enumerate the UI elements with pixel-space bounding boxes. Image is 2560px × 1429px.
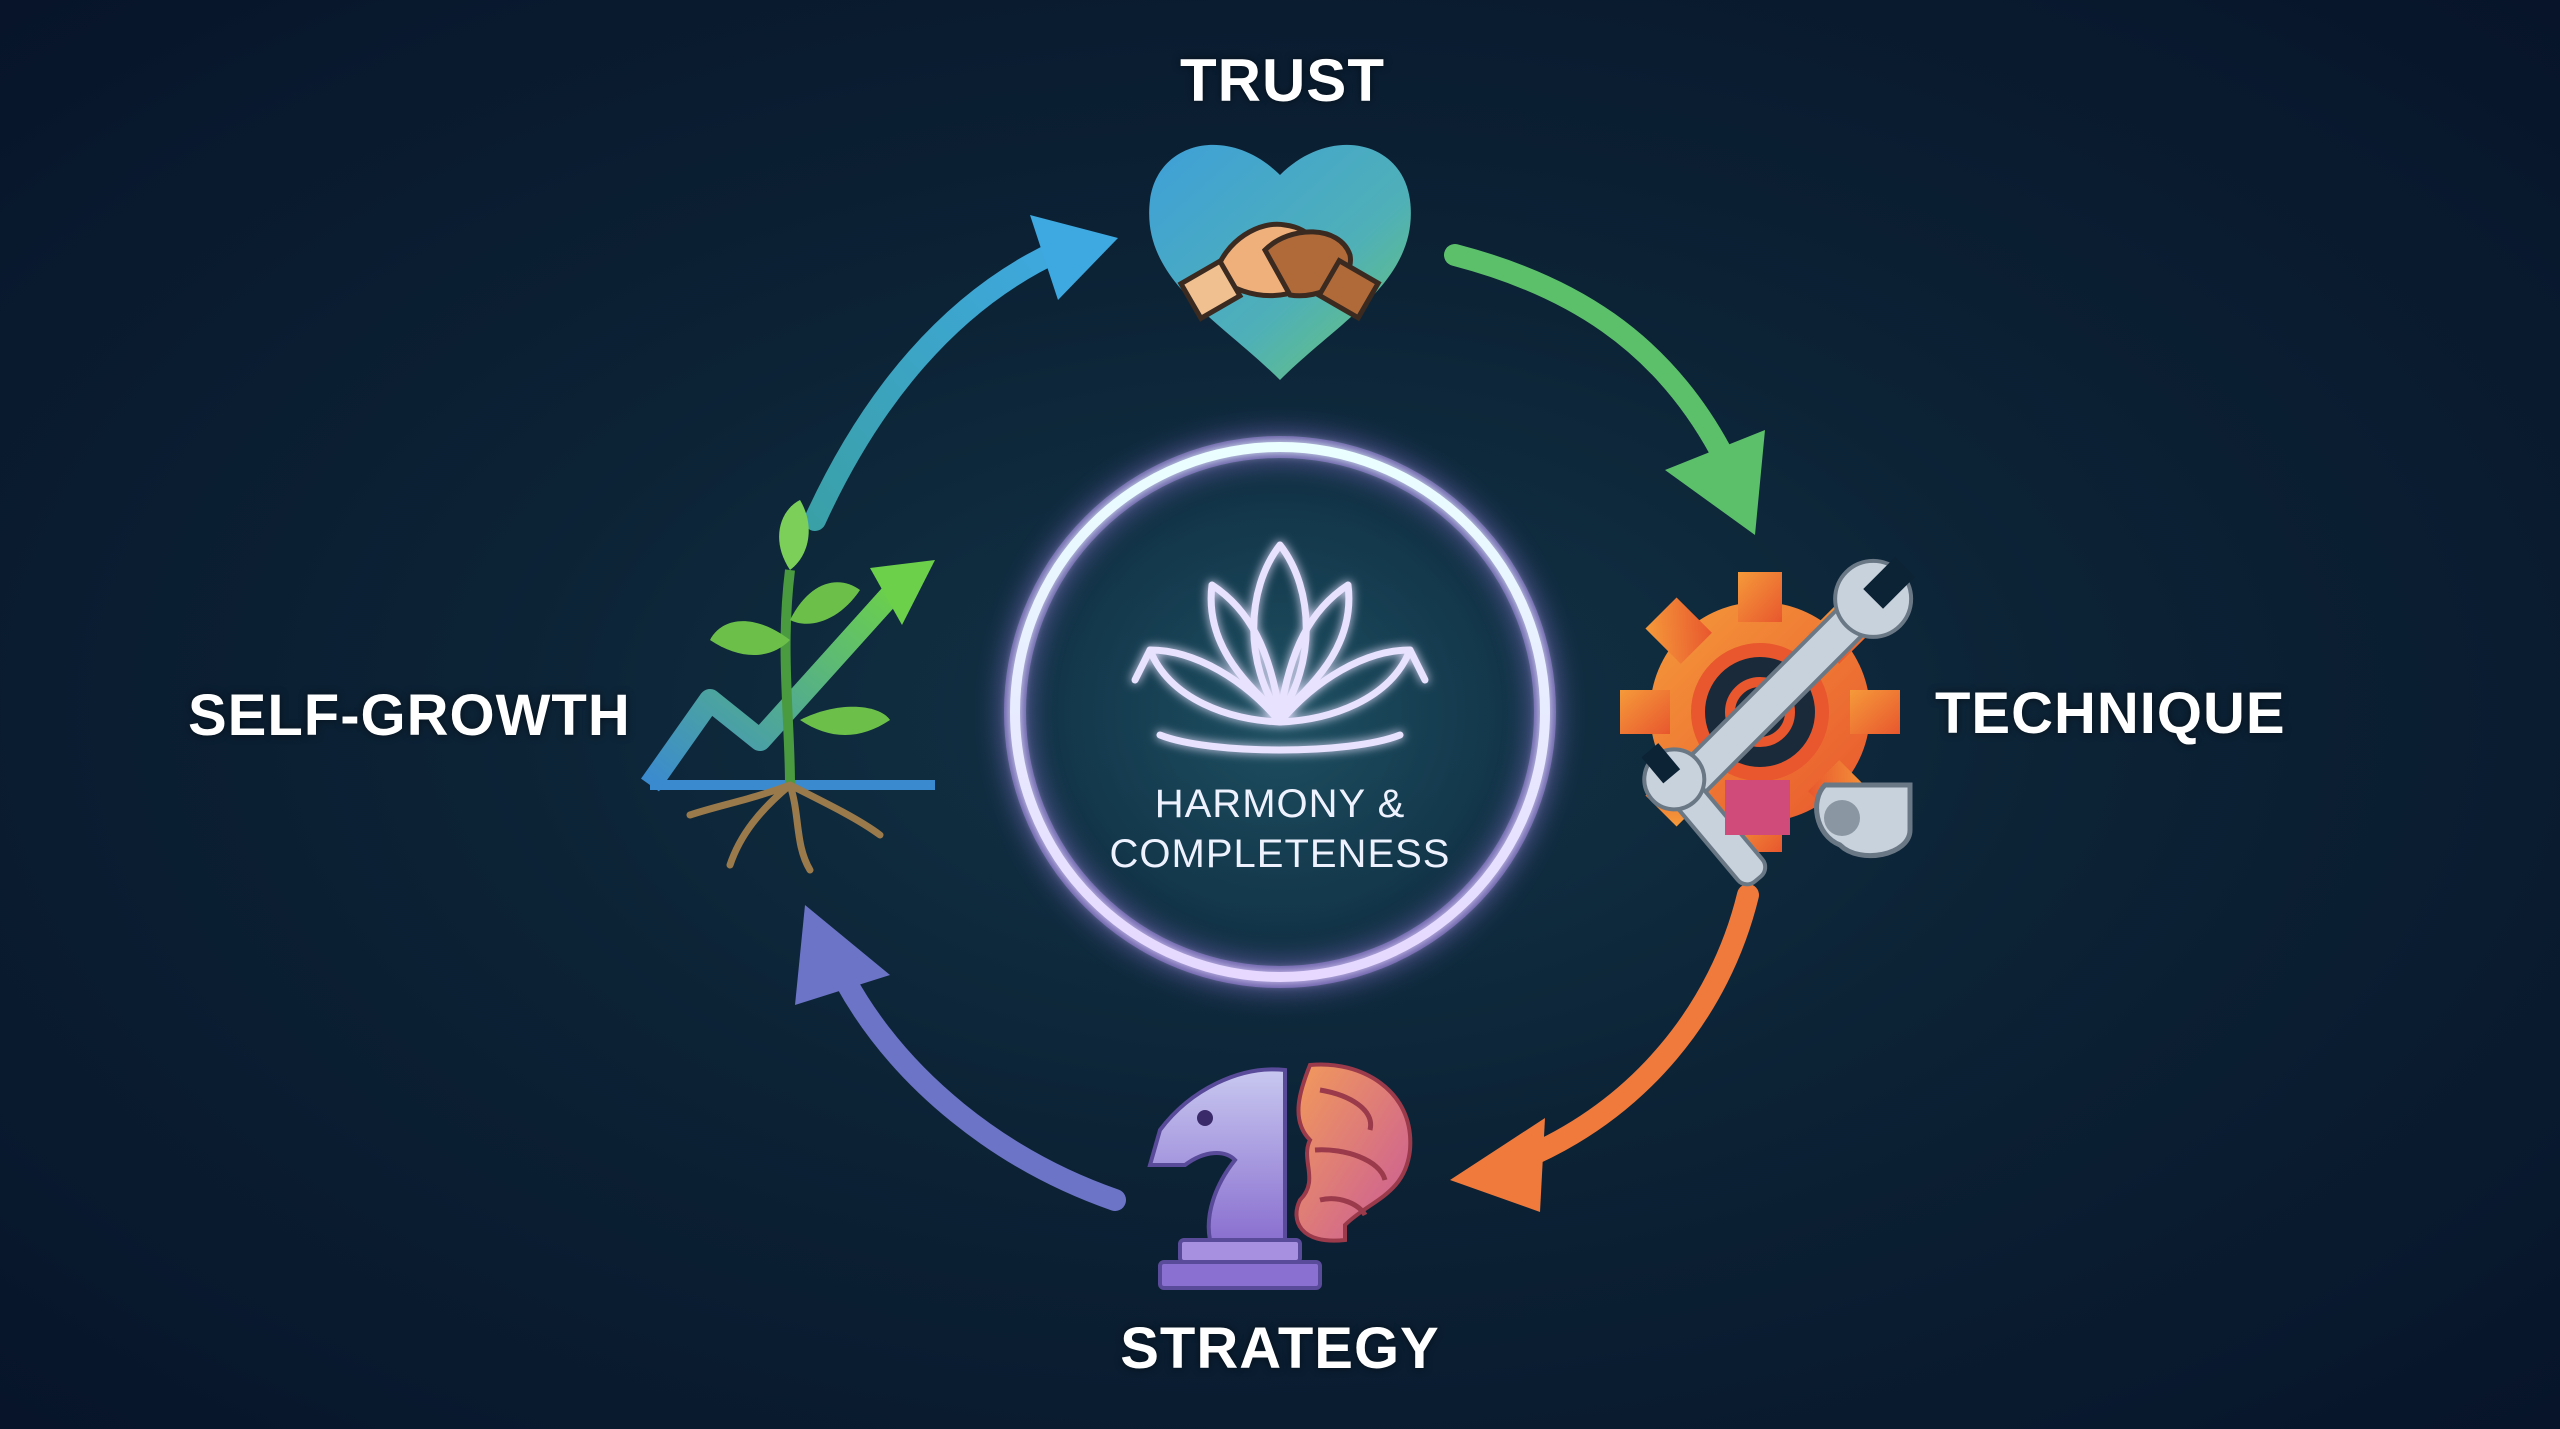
center-title-line1: HARMONY & [1154, 782, 1406, 826]
center-ring [1010, 442, 1550, 982]
arrow-strategy-to-selfgrowth [795, 905, 1126, 1211]
plant-growth-arrow-icon [641, 500, 935, 874]
stage-label-self-growth: SELF-GROWTH [188, 683, 631, 748]
stage-label-strategy: STRATEGY [1120, 1316, 1440, 1381]
center-title-line2: COMPLETENESS [1109, 832, 1451, 876]
stage-label-trust: TRUST [1180, 47, 1385, 114]
arrow-trust-to-technique [1444, 244, 1765, 535]
arrow-selfgrowth-to-trust [804, 215, 1118, 531]
lotus-icon [1131, 541, 1429, 754]
arrow-technique-to-strategy [1450, 884, 1759, 1212]
stage-label-technique: TECHNIQUE [1935, 681, 2286, 746]
heart-handshake-icon [1149, 144, 1411, 380]
chess-knight-brain-icon [1147, 1062, 1413, 1290]
gear-wrench-whistle-icon [1620, 557, 1915, 887]
